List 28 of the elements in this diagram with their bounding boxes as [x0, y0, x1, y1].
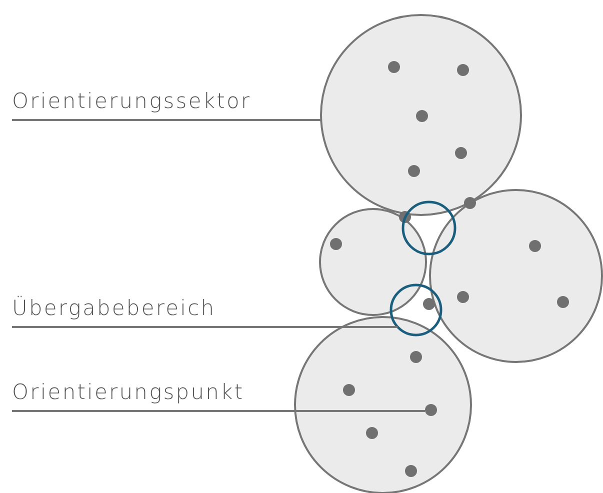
point-dot	[388, 61, 400, 73]
leader-line	[12, 119, 322, 121]
point-dot	[343, 384, 355, 396]
point-dot	[423, 298, 435, 310]
point-dot	[410, 351, 422, 363]
point-dot	[455, 147, 467, 159]
point-dot	[425, 404, 437, 416]
point-dot	[416, 110, 428, 122]
leader-line	[12, 326, 398, 328]
sector-circle	[429, 189, 603, 363]
point-dot	[399, 211, 411, 223]
sector-circle	[320, 14, 522, 216]
point-dot	[457, 64, 469, 76]
point-dot	[330, 238, 342, 250]
transfer-area-circle	[390, 284, 442, 336]
point-dot	[457, 291, 469, 303]
label-text: Übergabebereich	[12, 295, 216, 321]
point-dot	[366, 427, 378, 439]
label-text: Orientierungssektor	[12, 88, 252, 114]
sector-circle	[319, 208, 427, 316]
point-dot	[405, 465, 417, 477]
transfer-area-circle	[402, 200, 456, 256]
point-dot	[408, 165, 420, 177]
point-dot	[464, 197, 476, 209]
point-dot	[529, 240, 541, 252]
point-dot	[557, 296, 569, 308]
label-text: Orientierungspunkt	[12, 379, 244, 405]
leader-line	[12, 410, 426, 412]
